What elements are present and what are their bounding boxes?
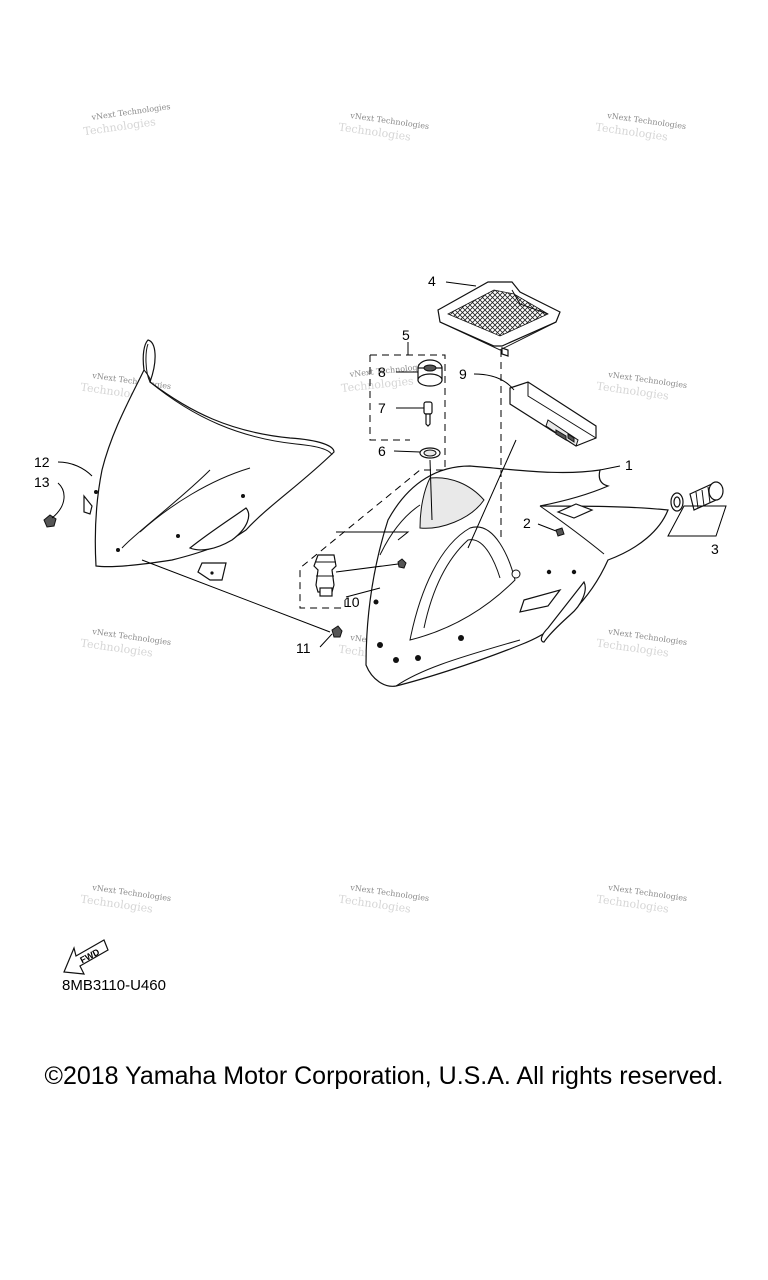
front-cowling-part-1 — [365, 465, 669, 687]
mesh-grille-part-4 — [437, 281, 561, 357]
callout-13: 13 — [34, 474, 50, 490]
copyright-notice: ©2018 Yamaha Motor Corporation, U.S.A. A… — [44, 1062, 724, 1090]
watermark: Technologies vNext Technologies — [596, 627, 688, 660]
callout-6: 6 — [378, 443, 386, 459]
key-switch-assembly-part-5 — [299, 342, 446, 609]
plug-part-3 — [667, 481, 727, 537]
callout-11: 11 — [296, 640, 311, 656]
callout-12: 12 — [34, 454, 50, 470]
callout-7: 7 — [378, 400, 386, 416]
watermark: Technologies vNext Technologies — [596, 883, 688, 916]
screw-part-10 — [397, 558, 407, 569]
meter-unit-part-9 — [509, 381, 597, 447]
watermark: Technologies vNext Technologies — [80, 883, 172, 916]
callout-3: 3 — [711, 541, 719, 557]
key-switch-body — [313, 554, 337, 597]
watermark: Technologies vNext Technologies — [595, 111, 687, 144]
watermark: Technologies vNext Technologies — [83, 102, 171, 138]
watermark: Technologies vNext Technologies — [338, 111, 430, 144]
callout-4: 4 — [428, 273, 436, 289]
callout-1: 1 — [625, 457, 633, 473]
screw-part-2 — [555, 527, 565, 537]
watermark: Technologies vNext Technologies — [338, 883, 430, 916]
screw-part-13 — [43, 514, 57, 528]
watermark: Technologies vNext Technologies — [596, 370, 688, 403]
screw-part-11 — [331, 625, 343, 638]
lock-cap-part-8 — [417, 359, 443, 387]
key-part-7 — [423, 401, 433, 427]
callout-2: 2 — [523, 515, 531, 531]
diagram-code: 8MB3110-U460 — [62, 977, 166, 994]
leader-lines — [51, 281, 621, 648]
callout-8: 8 — [378, 364, 386, 380]
callout-10: 10 — [344, 594, 360, 610]
callout-9: 9 — [459, 366, 467, 382]
washer-part-6 — [419, 447, 441, 459]
fwd-arrow-icon: FWD — [63, 939, 109, 975]
windshield-part-12 — [83, 339, 335, 581]
watermark: Technologies vNext Technologies — [80, 627, 172, 660]
callout-5: 5 — [402, 327, 410, 343]
callout-labels: 1 2 3 4 5 6 7 8 9 10 11 12 13 — [34, 273, 719, 656]
